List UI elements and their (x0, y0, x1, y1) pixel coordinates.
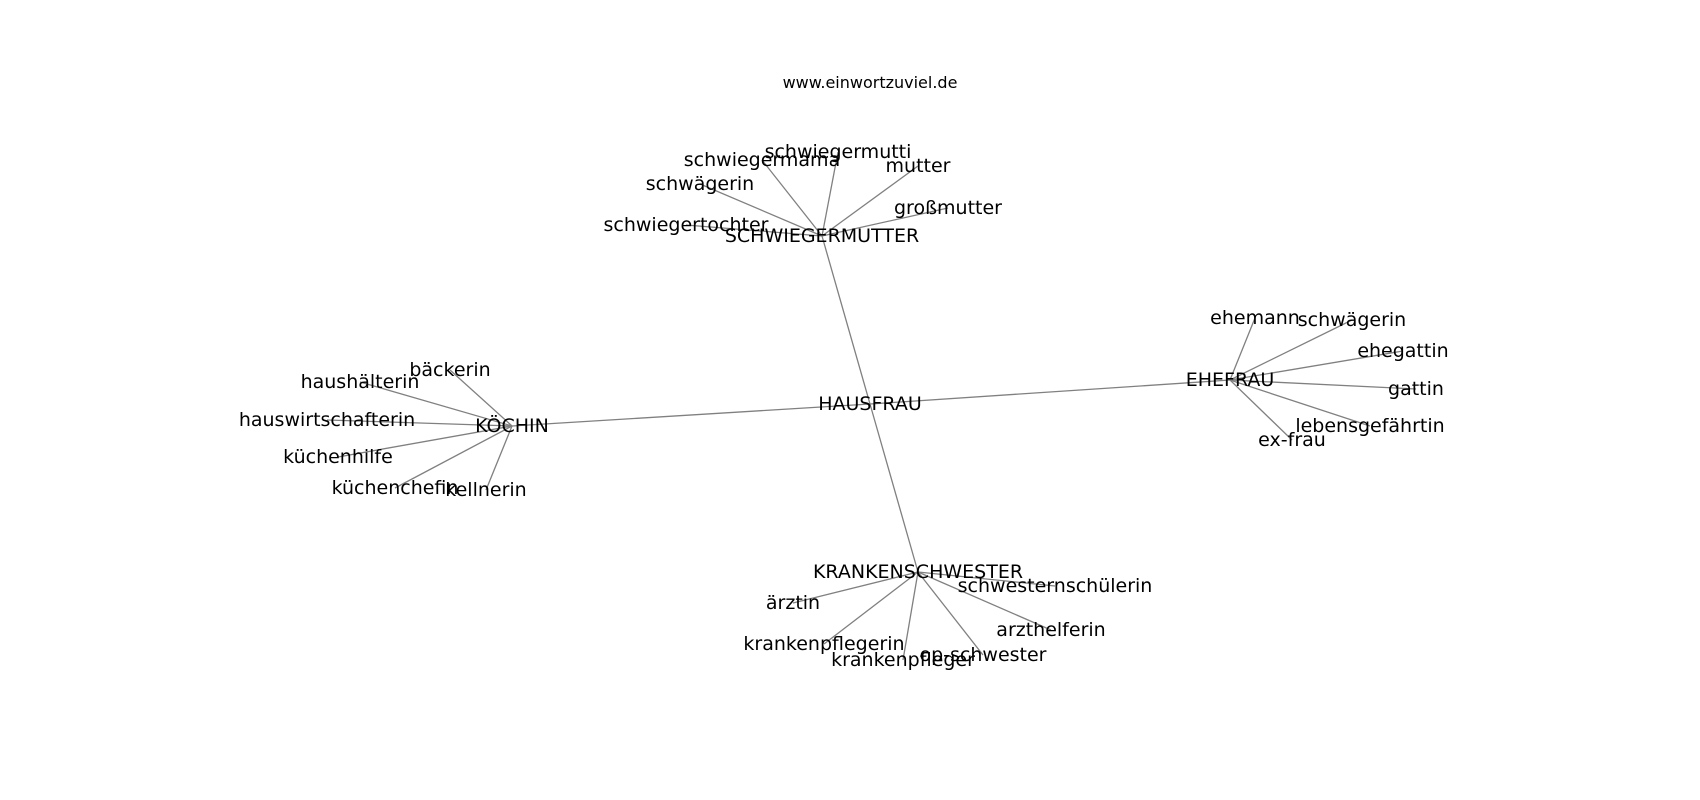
edge-krankenschwester-aerztin (792, 571, 919, 604)
node-label-layer: HAUSFRAU SCHWIEGERMUTTER KÖCHIN EHEFRAU KRAN… (239, 141, 1449, 671)
node-grossmutter: großmutter (894, 197, 1002, 219)
edge-layer (326, 151, 1417, 661)
edge-krankenschwester-arzthelferin (917, 571, 1052, 631)
node-schwiegermutter: SCHWIEGERMUTTER (725, 225, 919, 247)
edge-krankenschwester-krankenpfleger (902, 571, 919, 661)
node-krankenpfleger: krankenpfleger (831, 649, 975, 671)
node-schwesternschuelerin: schwesternschülerin (958, 575, 1153, 597)
node-krankenschwester: KRANKENSCHWESTER (813, 561, 1023, 583)
node-kellnerin: kellnerin (445, 479, 526, 501)
edge-koechin-kellnerin (485, 425, 513, 491)
edge-ehefrau-lebensgefaehrtin (1229, 379, 1371, 427)
node-haushaelterin: haushälterin (301, 371, 420, 393)
node-schwiegermutti: schwiegermutti (765, 141, 912, 163)
node-schwaegerin1: schwägerin (646, 173, 754, 195)
node-schwiegermama: schwiegermama (684, 149, 840, 171)
edge-krankenschwester-krankenpflegerin (823, 571, 919, 645)
node-aerztin: ärztin (766, 592, 820, 614)
node-schwaegerin2: schwägerin (1298, 309, 1406, 331)
edge-ehefrau-gattin (1229, 379, 1417, 390)
node-schwiegertochter: schwiegertochter (604, 214, 769, 236)
edge-ehefrau-schwaegerin2 (1229, 319, 1353, 381)
edge-schwiegermutter-schwiegertochter (685, 224, 823, 237)
edge-ehefrau-ehegattin (1229, 350, 1404, 381)
edge-ehefrau-exfrau (1229, 379, 1293, 441)
edge-krankenschwester-schwesternschuelerin (917, 571, 1056, 587)
edge-schwiegermutter-mutter (821, 165, 919, 237)
node-ehefrau: EHEFRAU (1186, 369, 1275, 391)
node-baeckerin: bäckerin (409, 359, 490, 381)
node-hausfrau: HAUSFRAU (818, 393, 922, 415)
edge-schwiegermutter-schwiegermutti (821, 151, 839, 237)
node-koechin: KÖCHIN (475, 414, 549, 437)
node-kuechenhilfe: küchenhilfe (283, 446, 393, 468)
edge-koechin-hauswirtschafterin (326, 419, 513, 427)
edge-koechin-haushaelterin (359, 381, 513, 427)
edge-hausfrau-schwiegermutter (821, 235, 871, 405)
diagram-title: www.einwortzuviel.de (783, 73, 958, 92)
node-kuechenchefin: küchenchefin (332, 477, 459, 499)
edge-ehefrau-ehemann (1229, 317, 1256, 381)
edge-koechin-kuechenchefin (394, 425, 513, 489)
node-gattin: gattin (1388, 378, 1444, 400)
edge-hausfrau-ehefrau (869, 379, 1231, 405)
node-arzthelferin: arzthelferin (996, 619, 1105, 641)
edge-hausfrau-krankenschwester (869, 403, 919, 573)
node-exfrau: ex-frau (1258, 429, 1326, 451)
edge-schwiegermutter-schwiegermama (761, 159, 823, 237)
edge-krankenschwester-opschwester (917, 571, 984, 656)
edge-koechin-kuechenhilfe (337, 425, 513, 458)
edge-schwiegermutter-schwaegerin1 (699, 183, 823, 237)
node-ehemann: ehemann (1210, 307, 1300, 329)
node-ehegattin: ehegattin (1357, 340, 1448, 362)
node-krankenpflegerin: krankenpflegerin (743, 633, 904, 655)
node-opschwester: op-schwester (919, 644, 1046, 666)
node-mutter: mutter (886, 155, 951, 177)
node-hauswirtschafterin: hauswirtschafterin (239, 409, 415, 431)
edge-hausfrau-koechin (511, 403, 871, 427)
edge-schwiegermutter-grossmutter (821, 207, 949, 237)
node-lebensgefaehrtin: lebensgefährtin (1295, 415, 1444, 437)
edge-koechin-baeckerin (449, 369, 513, 427)
